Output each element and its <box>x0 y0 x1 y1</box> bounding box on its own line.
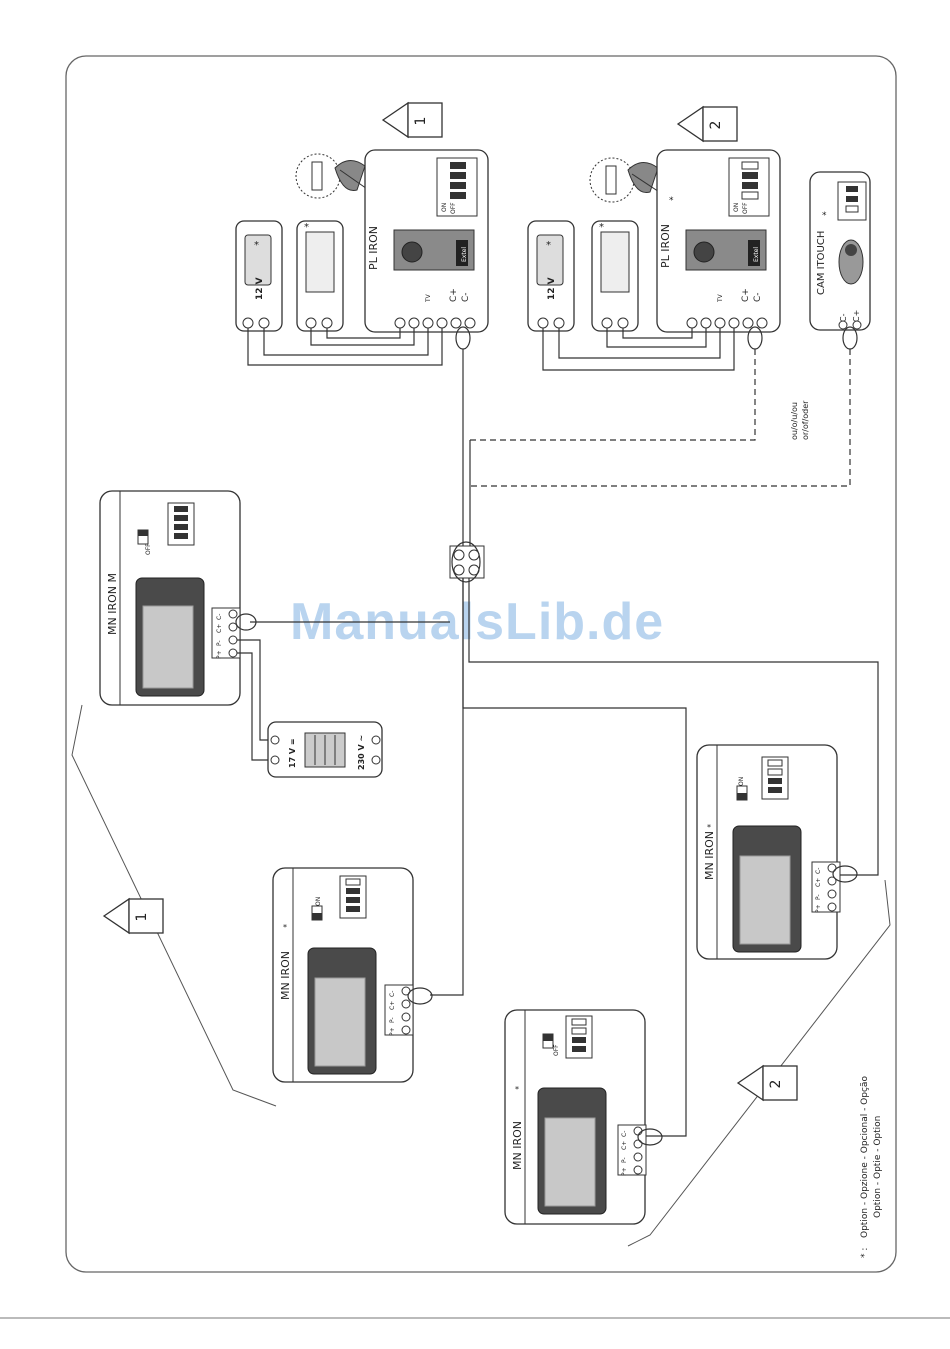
mn-iron-2: MN IRON * OFF C- C+ P- P+ <box>504 1009 663 1225</box>
pl1-dip-switch: ON OFF <box>436 157 478 217</box>
marker-top-1: 1 <box>381 101 443 139</box>
svg-text:2: 2 <box>768 1080 784 1089</box>
pl-iron-1-group: * 12 V * PL IRON Extel ON OFF <box>235 149 489 333</box>
svg-text:*: * <box>283 923 287 932</box>
mn-iron-1: MN IRON * ON C- C+ P- P+ <box>272 867 433 1083</box>
junction-block <box>449 541 485 583</box>
svg-text:C+: C+ <box>815 878 822 887</box>
svg-text:1: 1 <box>134 913 150 922</box>
svg-text:Option - Opzione - Opcional -: Option - Opzione - Opcional - Opção <box>860 1076 870 1238</box>
svg-text:PL IRON: PL IRON <box>367 226 380 270</box>
svg-text:TV: TV <box>425 293 432 303</box>
svg-text:MN IRON: MN IRON <box>703 831 716 880</box>
svg-text:230 V ~: 230 V ~ <box>357 735 366 770</box>
svg-text:*: * <box>599 222 604 233</box>
pl2-dip-switch: ON OFF <box>728 157 770 217</box>
svg-text:C-: C- <box>839 313 848 322</box>
mn-m-dip: OFF <box>137 502 195 555</box>
svg-text:Extel: Extel <box>461 247 468 262</box>
mn-iron-m: MN IRON M OFF C- C+ P- P+ <box>99 490 257 706</box>
svg-text:*: * <box>515 1085 519 1094</box>
svg-text:Extel: Extel <box>753 247 760 262</box>
svg-text:1: 1 <box>413 117 429 126</box>
mn-iron-3: MN IRON * ON C- C+ P- P+ <box>696 744 858 960</box>
svg-text:12 V: 12 V <box>255 277 265 300</box>
transformer-17v: 17 V = 230 V ~ <box>267 721 383 778</box>
pl-iron-2-group: * 12 V * PL IRON * Extel ON OFF C+ C- TV <box>527 149 781 333</box>
svg-text:Option - Optie - Option: Option - Optie - Option <box>873 1116 883 1218</box>
svg-text:C+: C+ <box>216 624 223 633</box>
svg-text:ON: ON <box>733 203 740 212</box>
svg-text:C-: C- <box>461 292 471 302</box>
footnote: * : Option - Opzione - Opcional - Opção … <box>860 1076 883 1258</box>
mn-m-terminals: C- C+ P- P+ <box>211 607 241 659</box>
svg-text:ON: ON <box>738 777 745 786</box>
svg-text:C+: C+ <box>741 288 751 302</box>
svg-text:P-: P- <box>216 640 223 646</box>
svg-text:MN IRON: MN IRON <box>279 951 292 1000</box>
svg-text:ou/o/u/ou: ou/o/u/ou <box>790 402 799 440</box>
svg-text:MN IRON M: MN IRON M <box>106 573 119 635</box>
svg-text:P-: P- <box>389 1017 396 1023</box>
svg-text:C+: C+ <box>621 1141 628 1150</box>
outer-frame <box>65 55 897 1273</box>
marker-bottom-2: 2 <box>736 1064 798 1102</box>
pl2-terminal-row <box>537 317 768 329</box>
svg-text:or/of/oder: or/of/oder <box>801 400 810 440</box>
svg-text:* :: * : <box>860 1248 870 1258</box>
svg-text:P+: P+ <box>621 1167 628 1176</box>
svg-text:17 V =: 17 V = <box>288 738 297 768</box>
svg-text:2: 2 <box>708 121 724 130</box>
cam-itouch: CAM ITOUCH * C- C+ <box>809 171 871 331</box>
svg-text:MN IRON: MN IRON <box>511 1121 524 1170</box>
marker-top-2: 2 <box>676 105 738 143</box>
svg-text:ON: ON <box>315 897 322 906</box>
svg-text:C-: C- <box>216 614 223 620</box>
svg-text:P-: P- <box>621 1157 628 1163</box>
svg-text:C+: C+ <box>449 288 459 302</box>
svg-text:*: * <box>254 240 259 251</box>
svg-text:OFF: OFF <box>145 543 152 555</box>
svg-text:C-: C- <box>389 991 396 997</box>
svg-text:C+: C+ <box>389 1001 396 1010</box>
svg-text:ON: ON <box>441 203 448 212</box>
svg-text:C+: C+ <box>852 310 861 322</box>
svg-text:*: * <box>707 823 711 832</box>
svg-text:12 V: 12 V <box>547 277 557 300</box>
svg-text:C-: C- <box>815 868 822 874</box>
svg-text:C-: C- <box>753 292 763 302</box>
svg-text:OFF: OFF <box>450 202 457 214</box>
svg-text:OFF: OFF <box>553 1044 560 1056</box>
svg-text:P+: P+ <box>389 1027 396 1036</box>
svg-text:C-: C- <box>621 1131 628 1137</box>
svg-text:PL IRON: PL IRON <box>659 224 672 268</box>
or-note: ou/o/u/ou or/of/oder <box>790 400 810 440</box>
svg-text:*: * <box>822 211 827 221</box>
svg-text:P+: P+ <box>216 650 223 659</box>
svg-text:*: * <box>304 222 309 233</box>
svg-text:CAM ITOUCH: CAM ITOUCH <box>816 231 827 295</box>
svg-text:P+: P+ <box>815 904 822 913</box>
svg-text:P-: P- <box>815 894 822 900</box>
svg-text:TV: TV <box>717 293 724 303</box>
svg-text:OFF: OFF <box>742 202 749 214</box>
svg-text:*: * <box>669 196 674 206</box>
svg-text:*: * <box>546 240 551 251</box>
marker-left-1: 1 <box>102 897 164 935</box>
